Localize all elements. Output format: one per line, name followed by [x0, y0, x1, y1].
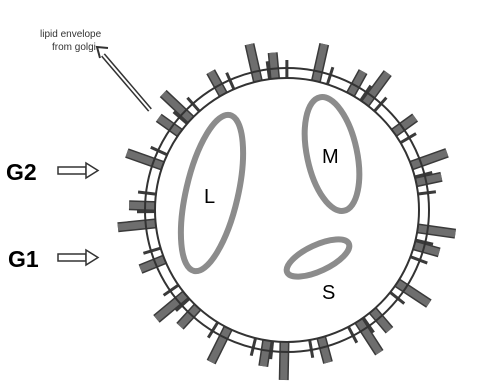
segment-m-label: M	[322, 146, 339, 168]
envelope-label-line1: lipid envelope	[40, 29, 102, 40]
g2-arrow	[58, 163, 98, 178]
g1-arrow	[58, 250, 98, 265]
envelope-pointer-arrow	[97, 47, 150, 110]
inner-membrane	[155, 78, 419, 342]
g2-label: G2	[6, 159, 37, 185]
segment-l-label: L	[204, 186, 215, 208]
segment-s-label: S	[322, 282, 335, 304]
envelope-label-line2: from golgi	[52, 42, 96, 53]
g1-label: G1	[8, 246, 39, 272]
